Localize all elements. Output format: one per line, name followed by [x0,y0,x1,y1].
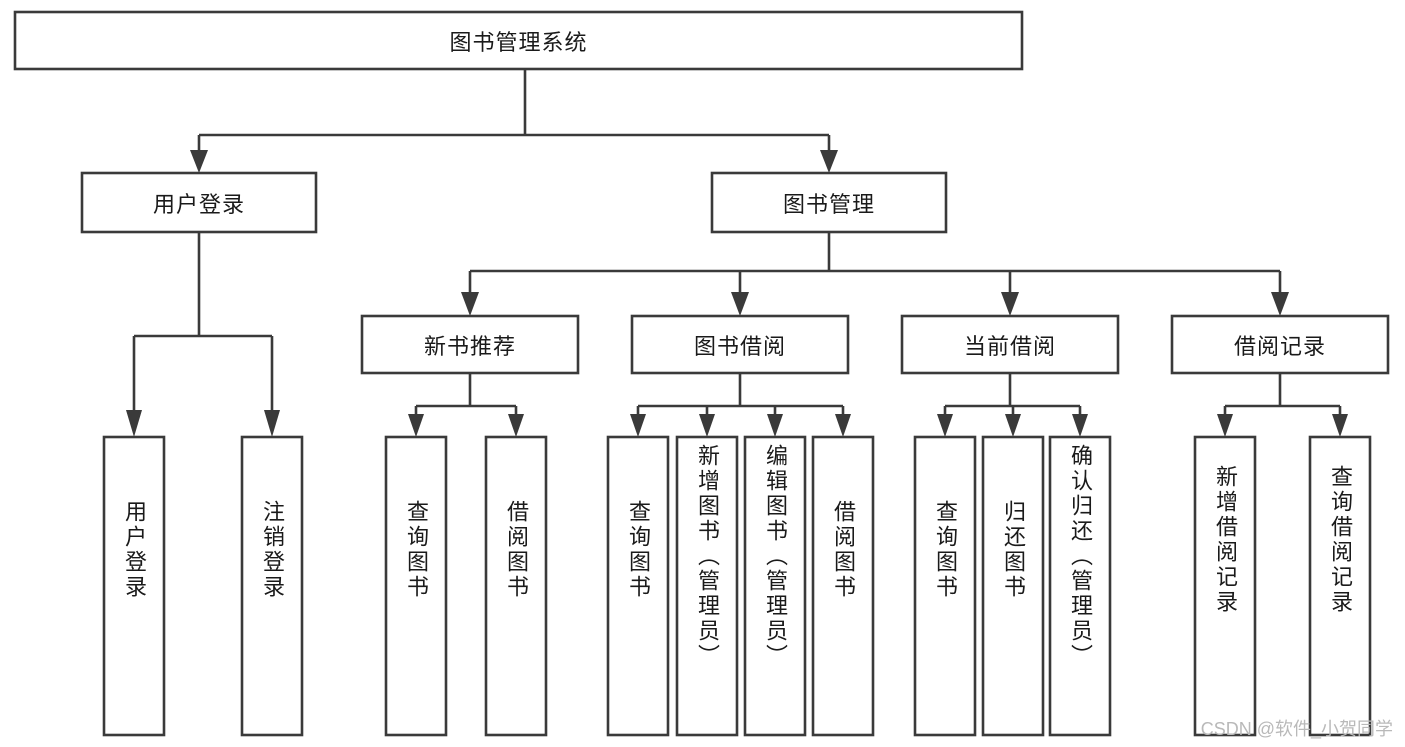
connector-borrowrecords-to-leaves [1217,373,1348,437]
arrow-head-icon [731,292,749,316]
node-box-leaf-query-book-1[interactable] [384,435,448,737]
connector-root-to-level2 [190,69,838,173]
node-box-new-book-recommend[interactable] [360,314,580,375]
node-box-leaf-return-book[interactable] [981,435,1045,737]
node-box-leaf-user-login[interactable] [102,435,166,737]
node-box-leaf-query-borrow-record[interactable] [1308,435,1372,737]
arrow-head-icon [461,292,479,316]
arrow-head-icon [508,414,524,437]
node-box-leaf-edit-book-admin[interactable] [743,435,807,737]
node-box-user-login[interactable] [80,171,318,234]
arrow-head-icon [1271,292,1289,316]
arrow-head-icon [126,410,142,437]
arrow-head-icon [937,414,953,437]
node-box-root[interactable] [13,10,1024,71]
node-box-leaf-logout[interactable] [240,435,304,737]
connector-currentborrow-to-leaves [937,373,1088,437]
arrow-head-icon [1005,414,1021,437]
node-box-leaf-add-borrow-record[interactable] [1193,435,1257,737]
arrow-head-icon [1332,414,1348,437]
node-box-borrow-records[interactable] [1170,314,1390,375]
node-box-book-borrow[interactable] [630,314,850,375]
connector-newbook-to-leaves [408,373,524,437]
node-box-book-management[interactable] [710,171,948,234]
node-box-leaf-borrow-book-2[interactable] [811,435,875,737]
arrow-head-icon [190,150,208,173]
node-box-leaf-add-book-admin[interactable] [675,435,739,737]
node-box-leaf-borrow-book-1[interactable] [484,435,548,737]
connector-bookmgmt-to-level3 [461,232,1289,316]
arrow-head-icon [835,414,851,437]
arrow-head-icon [630,414,646,437]
node-box-leaf-query-book-2[interactable] [606,435,670,737]
node-box-current-borrow[interactable] [900,314,1120,375]
arrow-head-icon [1072,414,1088,437]
arrow-head-icon [820,150,838,173]
arrow-head-icon [767,414,783,437]
arrow-head-icon [408,414,424,437]
node-box-leaf-query-book-3[interactable] [913,435,977,737]
arrow-head-icon [264,410,280,437]
arrow-head-icon [1001,292,1019,316]
arrow-head-icon [699,414,715,437]
node-box-leaf-confirm-return-admin[interactable] [1048,435,1112,737]
connector-bookborrow-to-leaves [630,373,851,437]
arrow-head-icon [1217,414,1233,437]
connector-userlogin-to-leaves [126,232,280,437]
